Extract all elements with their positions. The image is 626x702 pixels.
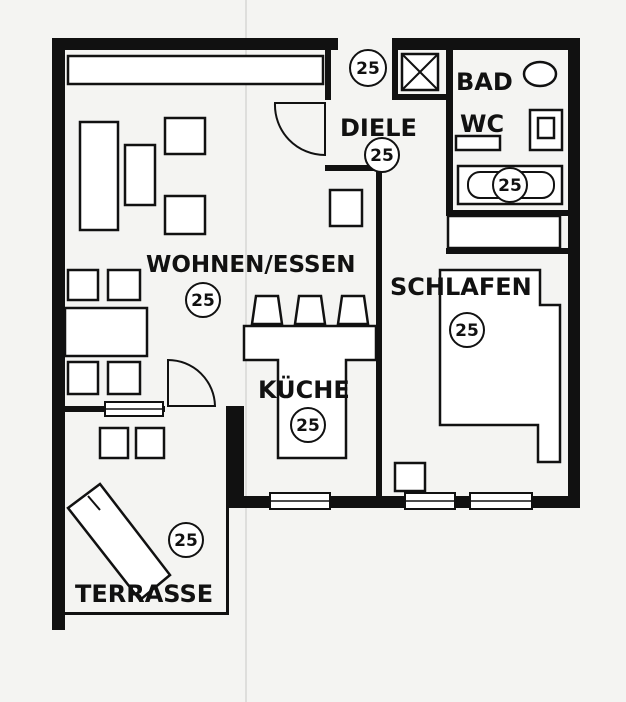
room-label-bad: BAD [456,68,513,96]
bad-left-wall [446,50,453,210]
diele-bad-wall [392,94,452,100]
outer-wall-right [568,38,580,508]
stool-2 [293,294,327,326]
bad-cabinet [454,134,502,152]
nightstand [393,461,427,493]
chair-3 [66,360,100,396]
wohnen-corridor-wall [325,165,381,171]
door-diele-wohnen [273,102,326,157]
window-wohnen-top [66,54,325,86]
room-label-terrasse: TERRASSE [75,580,213,608]
side-cabinet [328,188,364,228]
diele-right-wall [392,38,398,100]
washbasin [522,60,558,88]
kueche-left-wall [226,406,244,508]
room-label-wohnen-essen: WOHNEN/ESSEN [146,252,356,278]
sun-lounger [66,482,172,602]
stool-3 [336,294,370,326]
room-label-diele: DIELE [340,114,417,142]
kitchen-counter [242,324,378,460]
area-badge-wohnen-essen: 25 [185,282,221,318]
bad-shelf [446,214,562,250]
chair-2 [106,268,142,302]
dining-table [63,306,149,358]
coffee-table [123,143,157,207]
chair-1 [66,268,100,302]
area-value: 25 [356,59,380,79]
terrace-chair-1 [98,426,130,460]
room-label-kueche: KÜCHE [258,374,350,404]
terrace-chair-2 [134,426,166,460]
furniture [63,52,564,615]
area-badge-bad: 25 [492,167,528,203]
area-badge-terrasse: 25 [168,522,204,558]
diele-left-wall [325,38,331,100]
outer-wall-left [52,38,65,630]
area-value: 25 [455,321,479,341]
sofa [78,120,120,232]
bad-lower-wall [446,248,568,254]
windows [66,54,533,510]
schlafen-left-wall [376,165,382,502]
walls [52,38,580,630]
stool-1 [250,294,284,326]
door-terrasse [167,358,217,407]
terrace-edge-bottom [65,612,229,615]
area-value: 25 [370,146,394,166]
terrace-edge-right [226,508,229,614]
room-label-schlafen: SCHLAFEN [390,273,532,301]
area-value: 25 [498,176,522,196]
bad-schlafen-wall [446,210,568,216]
area-badge-kueche: 25 [290,407,326,443]
toilet-seat [536,116,556,140]
outer-wall-top-left [52,38,338,50]
area-badge-schlafen: 25 [449,312,485,348]
area-value: 25 [174,531,198,551]
room-label-wc: WC [460,110,504,138]
area-value: 25 [191,291,215,311]
chair-4 [106,360,142,396]
area-badge-diele-top: 25 [349,49,387,87]
armchair-2 [163,194,207,236]
doors [167,102,326,407]
outer-wall-top-right [392,38,580,50]
area-value: 25 [296,416,320,436]
area-badge-diele: 25 [364,137,400,173]
armchair-1 [163,116,207,156]
